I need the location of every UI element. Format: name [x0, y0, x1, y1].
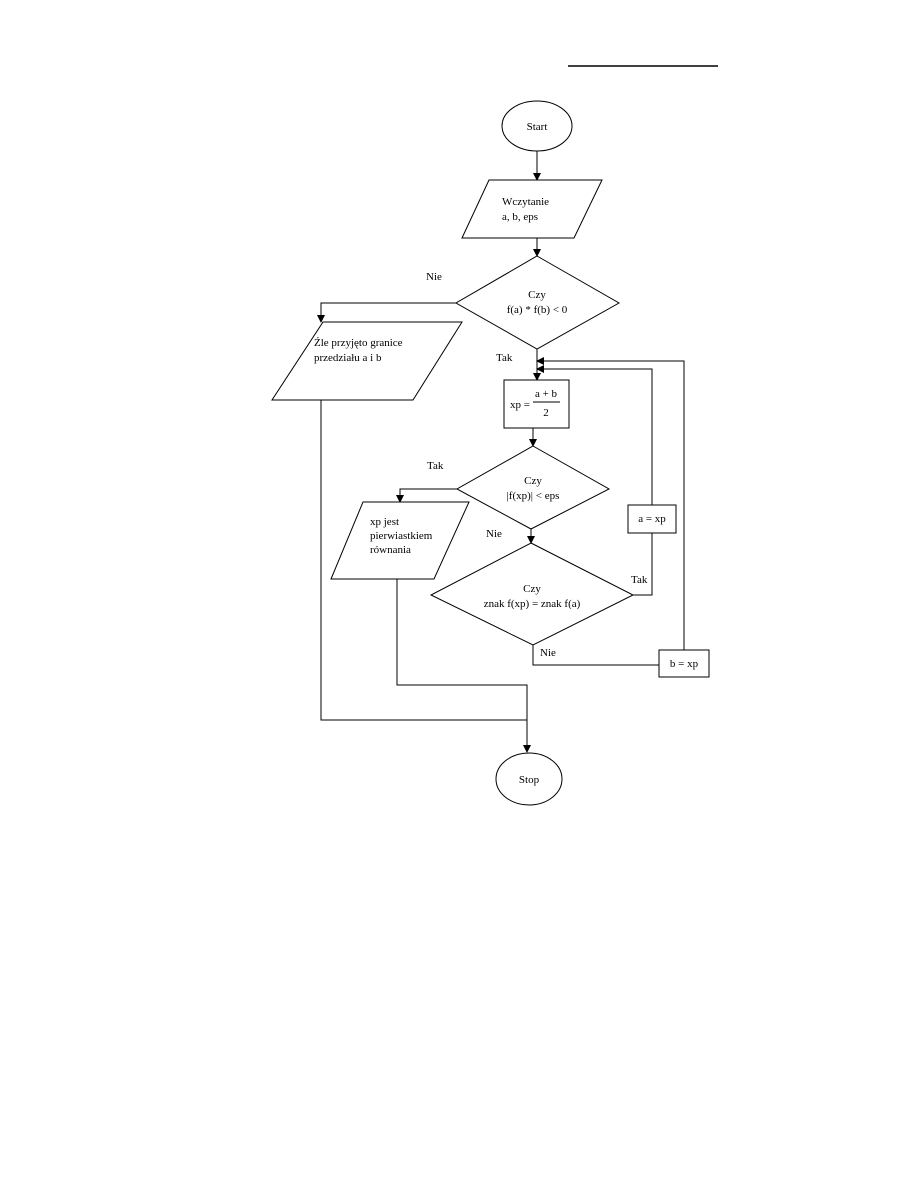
assign-a-process: a = xp — [627, 504, 677, 534]
input-line1: Wczytanie — [502, 196, 549, 208]
line-cond3-no-to-b — [532, 645, 659, 666]
arrow-root-to-stop — [396, 579, 531, 753]
cond1-yes-label: Tak — [496, 352, 513, 364]
connectors — [317, 151, 685, 753]
cond3-no-label: Nie — [540, 647, 556, 659]
cond2-decision: Czy |f(xp)| < eps — [455, 445, 611, 530]
cond3-line1: Czy — [523, 583, 541, 595]
midpoint-lhs: xp = — [510, 399, 530, 411]
line-cond3-yes-to-a — [633, 533, 653, 596]
error-line2: przedziału a i b — [314, 352, 382, 364]
root-line1: xp jest — [370, 516, 399, 528]
start-terminal: Start — [501, 100, 573, 152]
cond2-line2: |f(xp)| < eps — [507, 490, 560, 502]
arrow-cond2-yes — [396, 488, 457, 503]
root-line2: pierwiastkiem — [370, 530, 433, 542]
cond1-decision: Czy f(a) * f(b) < 0 — [454, 255, 621, 350]
midpoint-denominator: 2 — [543, 407, 549, 419]
error-output-node: Źle przyjęto granice przedziału a i b — [271, 321, 463, 401]
arrow-b-loopback — [536, 357, 685, 650]
root-output-node: xp jest pierwiastkiem równania — [330, 501, 470, 580]
error-line1: Źle przyjęto granice — [314, 337, 403, 349]
input-line2: a, b, eps — [502, 211, 538, 223]
arrow-cond1-no — [317, 302, 456, 323]
assign-b-process: b = xp — [658, 649, 710, 678]
arrow-a-loopback — [536, 365, 653, 505]
input-node: Wczytanie a, b, eps — [461, 179, 603, 239]
root-line3: równania — [370, 544, 411, 556]
cond2-yes-label: Tak — [427, 460, 444, 472]
cond1-line2: f(a) * f(b) < 0 — [507, 304, 568, 316]
cond3-line2: znak f(xp) = znak f(a) — [484, 598, 581, 610]
assign-a-label: a = xp — [638, 513, 666, 525]
stop-label: Stop — [519, 774, 540, 786]
assign-b-label: b = xp — [670, 658, 699, 670]
line-error-down — [320, 400, 527, 721]
start-label: Start — [527, 121, 548, 133]
cond2-line1: Czy — [524, 475, 542, 487]
cond3-decision: Czy znak f(xp) = znak f(a) — [429, 542, 635, 646]
cond1-no-label: Nie — [426, 271, 442, 283]
cond3-yes-label: Tak — [631, 574, 648, 586]
midpoint-process: xp = a + b 2 — [503, 379, 570, 429]
cond1-line1: Czy — [528, 289, 546, 301]
midpoint-numerator: a + b — [535, 388, 558, 400]
stop-terminal: Stop — [495, 752, 563, 806]
cond2-no-label: Nie — [486, 528, 502, 540]
